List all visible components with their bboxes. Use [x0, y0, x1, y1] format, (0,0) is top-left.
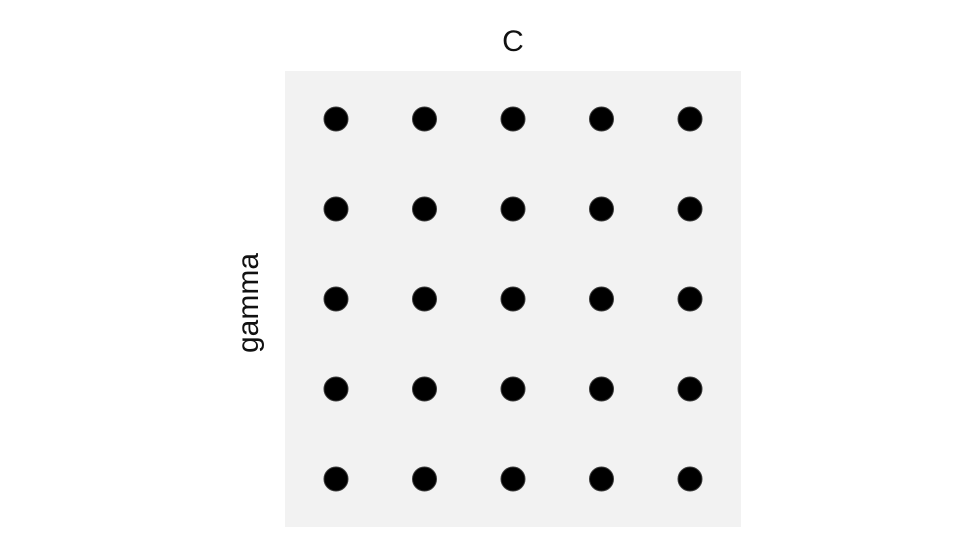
grid-point-r1-c4 [589, 106, 614, 132]
grid-point-r4-c2 [412, 376, 437, 402]
x-axis-title: C [502, 25, 524, 58]
grid-point-r2-c4 [589, 196, 614, 222]
grid-point-r5-c3 [500, 466, 526, 492]
grid-point-r4-c1 [323, 376, 349, 402]
grid-point-r2-c1 [323, 196, 349, 222]
parameter-grid-panel [285, 71, 741, 527]
grid-point-r3-c1 [323, 286, 349, 312]
grid-point-r2-c3 [500, 196, 526, 222]
grid-point-r2-c2 [412, 196, 437, 222]
grid-points [323, 106, 703, 492]
grid-point-r1-c5 [677, 106, 703, 132]
grid-point-r5-c4 [589, 466, 614, 492]
grid-point-r3-c2 [412, 286, 437, 312]
grid-point-r3-c5 [677, 286, 703, 312]
grid-point-r4-c3 [500, 376, 526, 402]
grid-point-r4-c5 [677, 376, 703, 402]
grid-point-r3-c3 [500, 286, 526, 312]
grid-point-r5-c2 [412, 466, 437, 492]
grid-point-r1-c2 [412, 106, 437, 132]
grid-point-r5-c5 [677, 466, 703, 492]
grid-point-r1-c3 [500, 106, 526, 132]
grid-point-r4-c4 [589, 376, 614, 402]
grid-point-r3-c4 [589, 286, 614, 312]
grid-point-r5-c1 [323, 466, 349, 492]
y-axis-title: gamma [232, 252, 265, 354]
grid-point-r2-c5 [677, 196, 703, 222]
grid-point-r1-c1 [323, 106, 349, 132]
